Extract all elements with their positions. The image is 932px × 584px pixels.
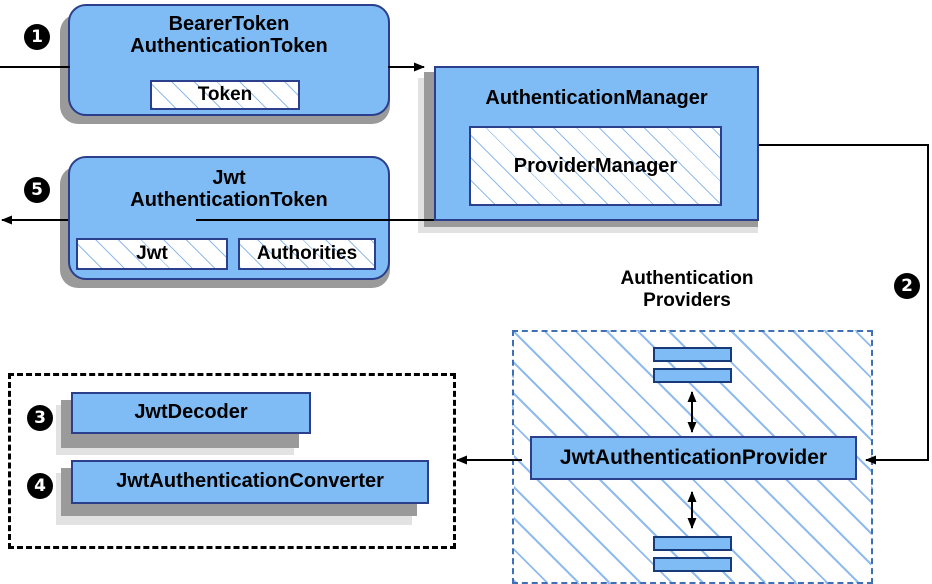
jwt-token-title-line2: AuthenticationToken xyxy=(130,188,328,211)
jwt-token-inner-authorities[interactable]: Authorities xyxy=(238,238,376,270)
bearer-token-inner-label: Token xyxy=(197,84,253,105)
authentication-providers-caption-line1: Authentication xyxy=(620,268,754,289)
jwt-decoder-label: JwtDecoder xyxy=(134,401,248,424)
provider-manager-label: ProviderManager xyxy=(513,154,678,177)
jwt-decoder-node[interactable]: JwtDecoder xyxy=(71,392,311,434)
jwt-authentication-provider-node[interactable]: JwtAuthenticationProvider xyxy=(530,436,857,480)
provider-stub-bottom-2 xyxy=(653,557,732,572)
bearer-token-title-line2: AuthenticationToken xyxy=(130,34,328,57)
step-marker-5: 5 xyxy=(24,177,50,203)
jwt-authentication-converter-label: JwtAuthenticationConverter xyxy=(116,470,384,493)
step-marker-2: 2 xyxy=(894,273,920,299)
jwt-token-title-line1: Jwt xyxy=(212,167,246,189)
provider-stub-top-2 xyxy=(653,368,732,383)
authentication-providers-caption-line2: Providers xyxy=(643,289,731,311)
bearer-token-node[interactable]: BearerToken AuthenticationToken xyxy=(68,4,390,116)
authentication-providers-caption: Authentication Providers xyxy=(562,268,812,312)
provider-stub-top-1 xyxy=(653,347,732,362)
provider-manager-inner[interactable]: ProviderManager xyxy=(469,126,722,206)
jwt-authentication-converter-node[interactable]: JwtAuthenticationConverter xyxy=(71,460,429,504)
jwt-token-inner-jwt[interactable]: Jwt xyxy=(76,238,228,270)
support-components-group xyxy=(8,373,456,549)
step-marker-4: 4 xyxy=(27,473,53,499)
jwt-token-inner-authorities-label: Authorities xyxy=(256,243,358,264)
bearer-token-title-line1: BearerToken xyxy=(168,13,290,35)
bearer-token-inner-token[interactable]: Token xyxy=(150,80,300,110)
jwt-authentication-provider-label: JwtAuthenticationProvider xyxy=(559,445,828,469)
step-marker-3: 3 xyxy=(27,405,53,431)
provider-stub-bottom-1 xyxy=(653,536,732,551)
authentication-manager-title: AuthenticationManager xyxy=(485,87,708,109)
step-marker-1: 1 xyxy=(24,24,50,50)
jwt-token-inner-jwt-label: Jwt xyxy=(136,243,168,264)
